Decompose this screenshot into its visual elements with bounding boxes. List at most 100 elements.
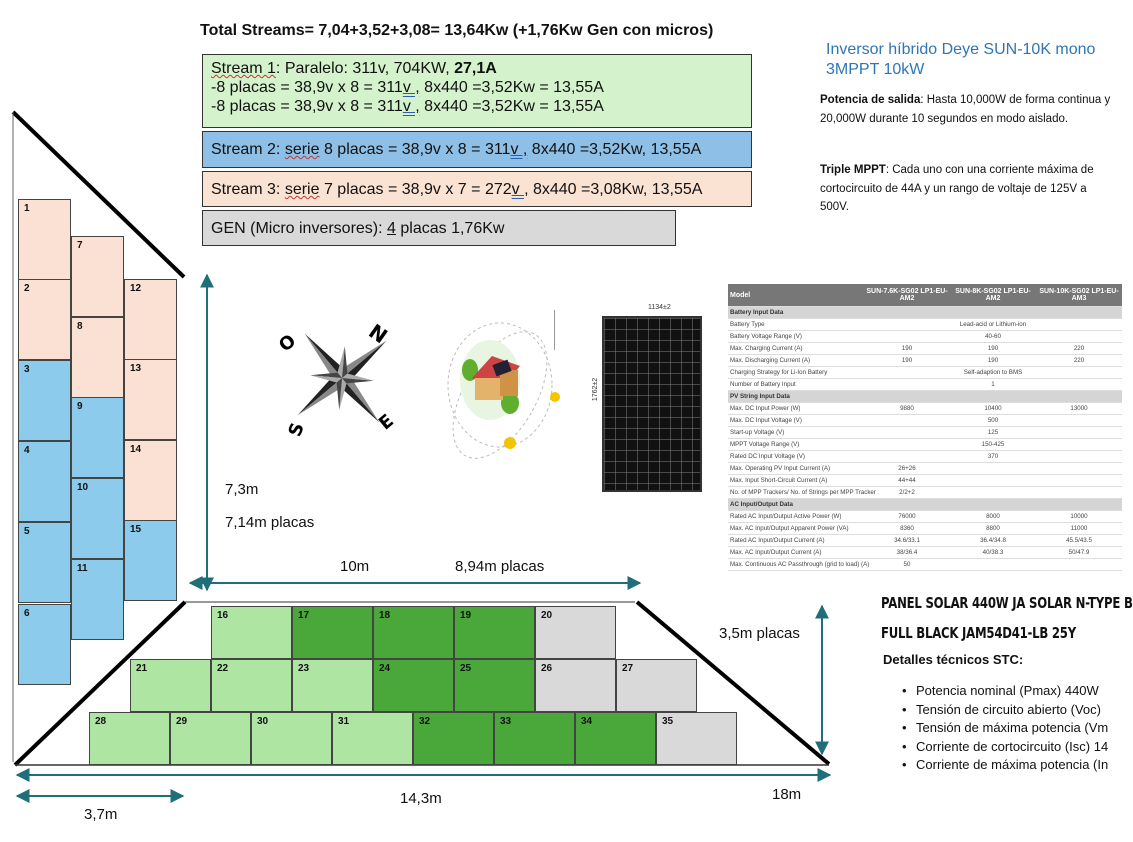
spec-value <box>1036 462 1122 475</box>
panel-16: 16 <box>211 606 292 659</box>
panel-33: 33 <box>494 712 575 765</box>
spec-row: Max. Operating PV Input Current (A)26+26 <box>728 462 1122 475</box>
top-width-label: 10m <box>340 558 370 575</box>
spec-value: 1 <box>864 378 1122 391</box>
height-placas-label: 7,14m placas <box>225 514 315 531</box>
spec-row: Start-up Voltage (V)125 <box>728 426 1122 439</box>
spec-row: Max. DC Input Voltage (V)500 <box>728 414 1122 427</box>
panel-13: 13 <box>124 359 177 440</box>
panel-5: 5 <box>18 522 71 603</box>
offset-label: 3,7m <box>84 806 118 823</box>
spec-value: 150-425 <box>864 438 1122 451</box>
sun-path-house-icon <box>447 310 560 459</box>
spec-section-title: Battery Input Data <box>728 306 1122 319</box>
panel-32: 32 <box>413 712 494 765</box>
inverter-title: Inversor híbrido Deye SUN-10K mono 3MPPT… <box>826 41 1096 78</box>
panel-10: 10 <box>71 478 124 559</box>
spec-value: 36.4/34.8 <box>950 534 1036 547</box>
spec-header-cell: SUN-7.6K-SG02 LP1-EU-AM2 <box>864 284 950 307</box>
panel-9: 9 <box>71 397 124 478</box>
spec-value: Lead-acid or Lithium-ion <box>864 318 1122 331</box>
spec-value: 125 <box>864 426 1122 439</box>
spec-value: 45.5/43.5 <box>1036 534 1122 547</box>
panel-22: 22 <box>211 659 292 712</box>
spec-value: 500 <box>864 414 1122 427</box>
panel-6: 6 <box>18 604 71 685</box>
spec-row: Rated AC Input/Output Active Power (W)76… <box>728 510 1122 523</box>
spec-value: 40/38.3 <box>950 546 1036 559</box>
total-streams-title: Total Streams= 7,04+3,52+3,08= 13,64Kw (… <box>200 22 714 39</box>
spec-row: MPPT Voltage Range (V)150-425 <box>728 438 1122 451</box>
panel-4: 4 <box>18 441 71 522</box>
panel-7: 7 <box>71 236 124 317</box>
stream1-line2: -8 placas = 38,9v x 8 = 311v , 8x440 =3,… <box>211 79 604 96</box>
stream1-box: Stream 1: Paralelo: 311v, 704KW, 27,1A -… <box>202 54 752 128</box>
spec-value: 10400 <box>950 402 1036 415</box>
compass-icon: N O E S <box>275 319 398 439</box>
spec-key: Max. AC Input/Output Apparent Power (VA) <box>728 522 864 535</box>
solar-panel-image <box>602 316 702 492</box>
stream2-box: Stream 2: serie 8 placas = 38,9v x 8 = 3… <box>202 131 752 168</box>
panel-20: 20 <box>535 606 616 659</box>
spec-value: 50 <box>864 558 950 571</box>
panel-14: 14 <box>124 440 177 521</box>
spec-value: 13000 <box>1036 402 1122 415</box>
spec-value: 8800 <box>950 522 1036 535</box>
spec-value <box>1036 558 1122 571</box>
spec-key: Max. DC Input Voltage (V) <box>728 414 864 427</box>
panel-1: 1 <box>18 199 71 280</box>
panel-height-label: 1762±2 <box>592 377 600 402</box>
panel-23: 23 <box>292 659 373 712</box>
panel-26: 26 <box>535 659 616 712</box>
top-width-placas-label: 8,94m placas <box>455 558 545 575</box>
spec-row: Rated AC Input/Output Current (A)34.6/33… <box>728 534 1122 547</box>
spec-value: 370 <box>864 450 1122 463</box>
spec-key: Max. DC Input Power (W) <box>728 402 864 415</box>
panel-19: 19 <box>454 606 535 659</box>
spec-value: 8360 <box>864 522 950 535</box>
spec-header-cell: SUN-8K-SG02 LP1-EU-AM2 <box>950 284 1036 307</box>
spec-section-row: Battery Input Data <box>728 306 1122 319</box>
spec-value: 190 <box>864 354 950 367</box>
panel-30: 30 <box>251 712 332 765</box>
spec-section-row: PV String Input Data <box>728 390 1122 403</box>
spec-value: 190 <box>950 342 1036 355</box>
panel-2: 2 <box>18 279 71 360</box>
total-width-label: 18m <box>772 786 802 803</box>
panel-25: 25 <box>454 659 535 712</box>
trapezoid-left-slope <box>13 600 187 767</box>
spec-row: Rated DC Input Voltage (V)370 <box>728 450 1122 463</box>
stream1-line3: -8 placas = 38,9v x 8 = 311v , 8x440 =3,… <box>211 98 604 115</box>
solar-panel-spec-item: Tensión de máxima potencia (Vm <box>902 720 1108 735</box>
panel-34: 34 <box>575 712 656 765</box>
spec-value <box>950 558 1036 571</box>
solar-panel-spec-item: Corriente de cortocircuito (Isc) 14 <box>902 739 1108 754</box>
spec-value: 2/2+2 <box>864 486 950 499</box>
spec-value: 220 <box>1036 342 1122 355</box>
spec-section-title: PV String Input Data <box>728 390 1122 403</box>
panel-8: 8 <box>71 317 124 398</box>
spec-value: 26+26 <box>864 462 950 475</box>
spec-key: Max. Continuous AC Passthrough (grid to … <box>728 558 869 571</box>
spec-row: Battery Voltage Range (V)40-60 <box>728 330 1122 343</box>
inverter-mppt: Triple MPPT: Cada uno con una corriente … <box>820 164 1094 213</box>
compass-north: N <box>364 319 391 348</box>
height-label: 7,3m <box>225 481 259 498</box>
base-width-label: 14,3m <box>400 790 442 807</box>
panel-35: 35 <box>656 712 737 765</box>
spec-value <box>1036 486 1122 499</box>
panel-15: 15 <box>124 520 177 601</box>
spec-value: 190 <box>950 354 1036 367</box>
spec-key: Max. Input Short-Circuit Current (A) <box>728 474 864 487</box>
spec-key: Max. Operating PV Input Current (A) <box>728 462 864 475</box>
panel-21: 21 <box>130 659 211 712</box>
spec-key: Max. Discharging Current (A) <box>728 354 864 367</box>
panel-3: 3 <box>18 360 71 441</box>
inverter-output-power: Potencia de salida: Hasta 10,000W de for… <box>820 94 1111 125</box>
solar-panel-spec-item: Potencia nominal (Pmax) 440W <box>902 683 1099 698</box>
